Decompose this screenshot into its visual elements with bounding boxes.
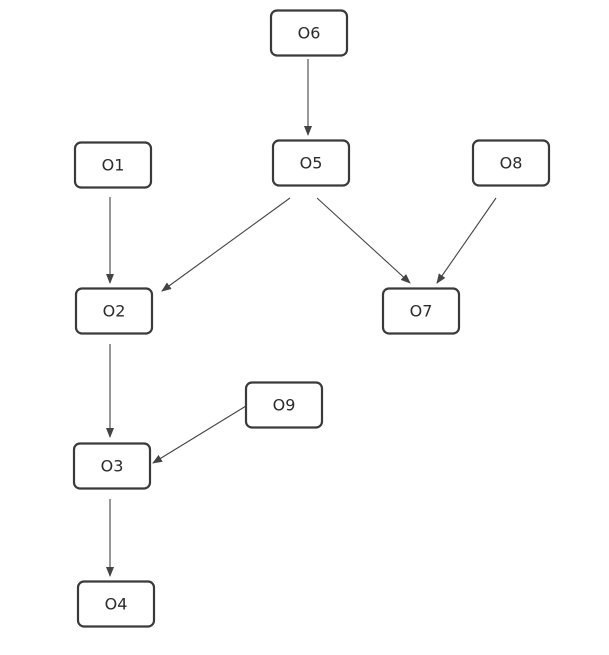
node-o2: O2 [74,287,154,335]
node-box-o9 [244,381,324,429]
node-box-o1 [73,141,153,189]
node-label-o1: O1 [102,156,125,175]
node-label-o4: O4 [105,595,128,614]
node-box-o3 [72,442,152,490]
node-label-o3: O3 [101,457,124,476]
node-box-o4 [76,580,156,628]
node-label-o7: O7 [410,302,433,321]
edge-o8-to-o7 [436,197,497,284]
edges-layer [106,59,497,577]
node-box-o5 [271,139,351,187]
node-box-o6 [269,9,349,57]
node-o6: O6 [269,9,349,57]
node-label-o9: O9 [273,396,296,415]
node-o9: O9 [244,381,324,429]
node-label-o2: O2 [103,302,126,321]
node-o4: O4 [76,580,156,628]
edge-o9-to-o3 [152,405,247,464]
node-label-o5: O5 [300,154,323,173]
edge-o5-to-o2 [161,197,291,292]
node-label-o8: O8 [500,154,523,173]
node-o5: O5 [271,139,351,187]
node-box-o2 [74,287,154,335]
node-box-o8 [471,139,551,187]
node-box-o7 [381,287,461,335]
edge-o5-to-o7 [316,197,411,284]
node-o8: O8 [471,139,551,187]
node-o7: O7 [381,287,461,335]
node-o3: O3 [72,442,152,490]
node-label-o6: O6 [298,24,321,43]
node-o1: O1 [73,141,153,189]
